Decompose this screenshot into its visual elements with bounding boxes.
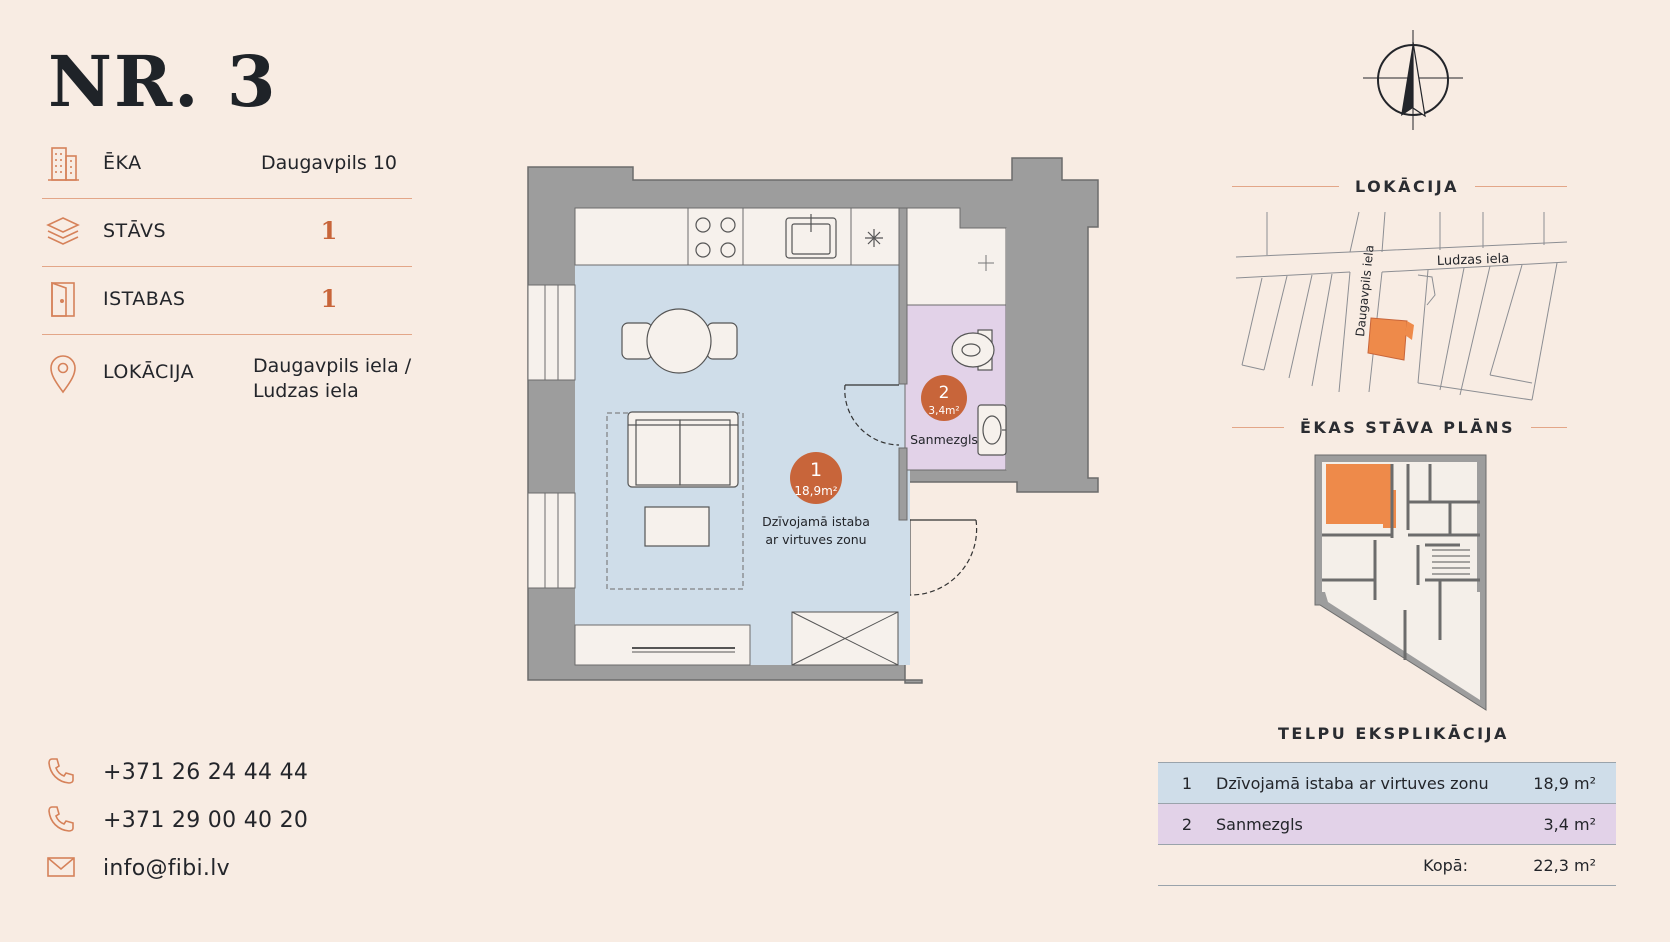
washbasin <box>977 404 1007 456</box>
row-2-number: 2 <box>1158 803 1216 845</box>
sink-icon <box>785 214 837 259</box>
room-2-marker: 2 3,4m² <box>921 375 967 421</box>
room-1-marker: 1 18,9m² <box>790 452 842 504</box>
table-total-row: Kopā: 22,3 m² <box>1158 844 1616 886</box>
map-pin-icon <box>50 355 76 394</box>
building-icon <box>48 147 79 181</box>
bathroom-door <box>844 384 900 446</box>
row-1-number: 1 <box>1158 762 1216 804</box>
entrance-door <box>909 519 978 596</box>
room-1-area: 18,9m² <box>794 484 837 498</box>
partition-wall-lower <box>898 447 908 521</box>
building-floor-plan <box>1314 454 1487 711</box>
room-1-name-line2: ar virtuves zonu <box>765 532 866 547</box>
building-value: Daugavpils 10 <box>261 152 397 174</box>
row-2-name: Sanmezgls <box>1216 803 1496 845</box>
floor-plan-heading: ĒKAS STĀVA PLĀNS <box>1284 418 1532 437</box>
info-row-rooms: ISTABAS 1 <box>42 266 412 335</box>
info-row-floor: STĀVS 1 <box>42 198 412 267</box>
email-text[interactable]: info@fibi.lv <box>103 856 230 881</box>
window-left-2 <box>527 492 576 589</box>
room-1-number: 1 <box>810 459 822 481</box>
bottom-counter <box>574 624 751 666</box>
room-2-number: 2 <box>939 383 950 403</box>
layers-icon <box>46 217 80 245</box>
row-2-area: 3,4 m² <box>1496 803 1616 845</box>
location-value: Daugavpils iela / Ludzas iela <box>253 354 411 404</box>
door-icon <box>51 281 75 317</box>
total-label: Kopā: <box>1216 844 1496 886</box>
building-label: ĒKA <box>103 152 142 174</box>
kitchen-counter <box>574 207 905 266</box>
sofa <box>627 411 739 488</box>
location-value-line2: Ludzas iela <box>253 380 359 402</box>
window-left-1 <box>527 284 576 381</box>
apartment-highlight <box>1326 464 1396 528</box>
table-row: 2 Sanmezgls 3,4 m² <box>1158 803 1616 845</box>
rooms-label: ISTABAS <box>103 288 186 310</box>
row-1-area: 18,9 m² <box>1496 762 1616 804</box>
info-row-location: LOKĀCIJA Daugavpils iela / Ludzas iela <box>42 334 412 414</box>
explication-heading: TELPU EKSPLIKĀCIJA <box>1278 724 1509 743</box>
explication-table: 1 Dzīvojamā istaba ar virtuves zonu 18,9… <box>1158 762 1616 886</box>
toilet <box>951 329 995 371</box>
floor-value: 1 <box>320 216 338 245</box>
phone-icon <box>48 806 74 832</box>
info-row-building: ĒKA Daugavpils 10 <box>42 130 412 199</box>
floor-label: STĀVS <box>103 220 167 242</box>
location-heading: LOKĀCIJA <box>1339 177 1476 196</box>
mail-icon <box>47 857 75 877</box>
location-label: LOKĀCIJA <box>103 361 195 383</box>
building-highlight <box>1367 317 1408 361</box>
coffee-table <box>644 506 710 547</box>
total-area: 22,3 m² <box>1496 844 1616 886</box>
partition-wall <box>898 207 908 385</box>
fridge-icon <box>865 229 883 247</box>
location-map: Ludzas iela Daugavpils iela <box>1235 211 1567 401</box>
street-label-ludzas: Ludzas iela <box>1437 251 1510 269</box>
room-2-area: 3,4m² <box>928 405 959 417</box>
compass-icon <box>1363 30 1463 130</box>
wardrobe <box>791 611 899 666</box>
table-row: 1 Dzīvojamā istaba ar virtuves zonu 18,9… <box>1158 762 1616 804</box>
room-1-name-line1: Dzīvojamā istaba <box>762 514 870 529</box>
dining-table <box>621 308 738 374</box>
phone-1-text[interactable]: +371 26 24 44 44 <box>103 760 309 785</box>
stove-icon <box>695 217 736 258</box>
apartment-title: NR. 3 <box>48 40 278 123</box>
phone-icon <box>48 758 74 784</box>
row-1-name: Dzīvojamā istaba ar virtuves zonu <box>1216 762 1496 804</box>
rooms-value: 1 <box>320 284 338 313</box>
location-value-line1: Daugavpils iela / <box>253 355 412 377</box>
bathroom-fixture-icon <box>978 255 994 271</box>
phone-2-text[interactable]: +371 29 00 40 20 <box>103 808 309 833</box>
room-2-name: Sanmezgls <box>910 432 978 447</box>
